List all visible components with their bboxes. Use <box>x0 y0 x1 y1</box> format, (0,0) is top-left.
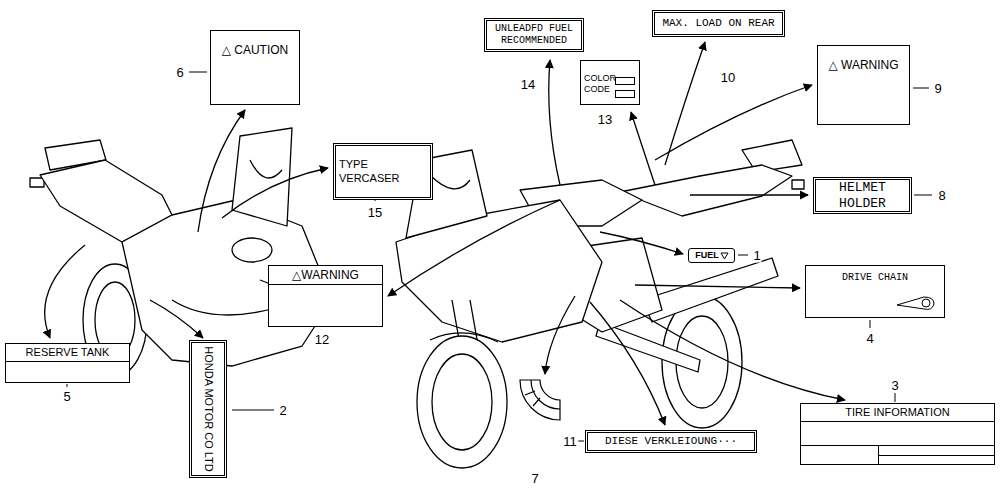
label-plate: △ CAUTION <box>210 30 300 105</box>
callout-number: 10 <box>720 70 736 85</box>
label-plate: COLORCODE <box>580 60 640 105</box>
callout-number: 15 <box>367 205 383 220</box>
label-plate: TIRE INFORMATION <box>800 403 995 465</box>
callout-number: 6 <box>175 65 184 80</box>
label-plate: RESERVE TANK <box>5 343 130 383</box>
callout-number: 13 <box>597 112 613 127</box>
text-line: DRIVE CHAIN <box>806 272 944 284</box>
table-rows <box>801 422 994 464</box>
label-text: CODE <box>584 84 610 95</box>
label-text: TYPE VERCASER <box>339 158 401 184</box>
leader-arrows <box>45 42 845 425</box>
label-text: HELMET HOLDER <box>828 180 898 211</box>
label-text: △ CAUTION <box>222 43 289 57</box>
text-line: RESERVE TANK <box>6 344 129 362</box>
callout-number: 1 <box>752 248 761 263</box>
callout-number: 8 <box>937 188 946 203</box>
callout-number: 3 <box>890 378 899 393</box>
label-plate: △ WARNING <box>817 45 910 125</box>
callout-number: 9 <box>933 81 942 96</box>
label-text: HONDA MOTOR CO LTD <box>201 346 214 472</box>
label-text: DRIVE CHAIN <box>842 272 908 284</box>
callout-number: 14 <box>520 77 536 92</box>
label-text: MAX. LOAD ON REAR <box>662 17 774 30</box>
label-text: △WARNING <box>292 268 359 282</box>
text-line: TYPE VERCASER <box>336 158 430 184</box>
text-line: △ CAUTION <box>211 43 299 57</box>
callout-number: 2 <box>278 403 287 418</box>
text-line: COLOR <box>581 73 639 84</box>
table-cell <box>801 446 879 464</box>
label-text: UNLEADFD FUEL RECOMMENDED <box>492 23 576 47</box>
text-line: FUEL <box>694 250 720 261</box>
curved-label-7 <box>520 380 560 420</box>
text-line: CODE <box>581 84 639 95</box>
label-text: △ WARNING <box>828 58 898 72</box>
label-text: TIRE INFORMATION <box>845 406 949 419</box>
label-text: DIESE VERKLEIOUNG··· <box>605 435 737 448</box>
label-plate: HONDA MOTOR CO LTD <box>189 340 227 478</box>
chain-icon <box>894 291 938 313</box>
table-row <box>801 422 994 446</box>
label-plate: MAX. LOAD ON REAR <box>652 10 785 37</box>
label-text: FUEL <box>695 250 719 261</box>
triangle-symbol <box>720 252 729 260</box>
text-line: UNLEADFD FUEL RECOMMENDED <box>487 23 581 47</box>
text-line: MAX. LOAD ON REAR <box>655 17 782 30</box>
text-line: △WARNING <box>269 266 382 285</box>
label-plate: HELMET HOLDER <box>813 177 912 214</box>
text-line: DIESE VERKLEIOUNG··· <box>588 435 754 448</box>
text-line: △ WARNING <box>818 58 909 72</box>
callout-number: 7 <box>530 471 539 486</box>
code-field <box>615 90 635 98</box>
table-cell <box>879 446 994 455</box>
table-cell <box>879 456 994 464</box>
label-plate: UNLEADFD FUEL RECOMMENDED <box>484 18 584 52</box>
callout-number: 5 <box>62 389 71 404</box>
text-line: HONDA MOTOR CO LTD <box>201 343 214 475</box>
code-field <box>615 77 635 85</box>
label-plate: △WARNING <box>268 265 383 327</box>
callout-number: 4 <box>865 331 874 346</box>
label-plate: DIESE VERKLEIOUNG··· <box>585 430 757 453</box>
label-plate: TYPE VERCASER <box>333 143 433 200</box>
label-text: RESERVE TANK <box>26 346 110 359</box>
callout-number: 11 <box>562 434 578 449</box>
text-line: TIRE INFORMATION <box>801 404 994 422</box>
table-cell <box>879 446 994 464</box>
left-motorcycle <box>30 128 332 376</box>
callout-number: 12 <box>314 332 330 347</box>
table-row <box>801 446 994 464</box>
label-plate: DRIVE CHAIN <box>805 265 945 318</box>
label-plate: FUEL <box>688 248 735 263</box>
right-motorcycle <box>396 140 804 468</box>
text-line: HELMET HOLDER <box>816 180 909 211</box>
label-text: COLOR <box>584 73 616 84</box>
